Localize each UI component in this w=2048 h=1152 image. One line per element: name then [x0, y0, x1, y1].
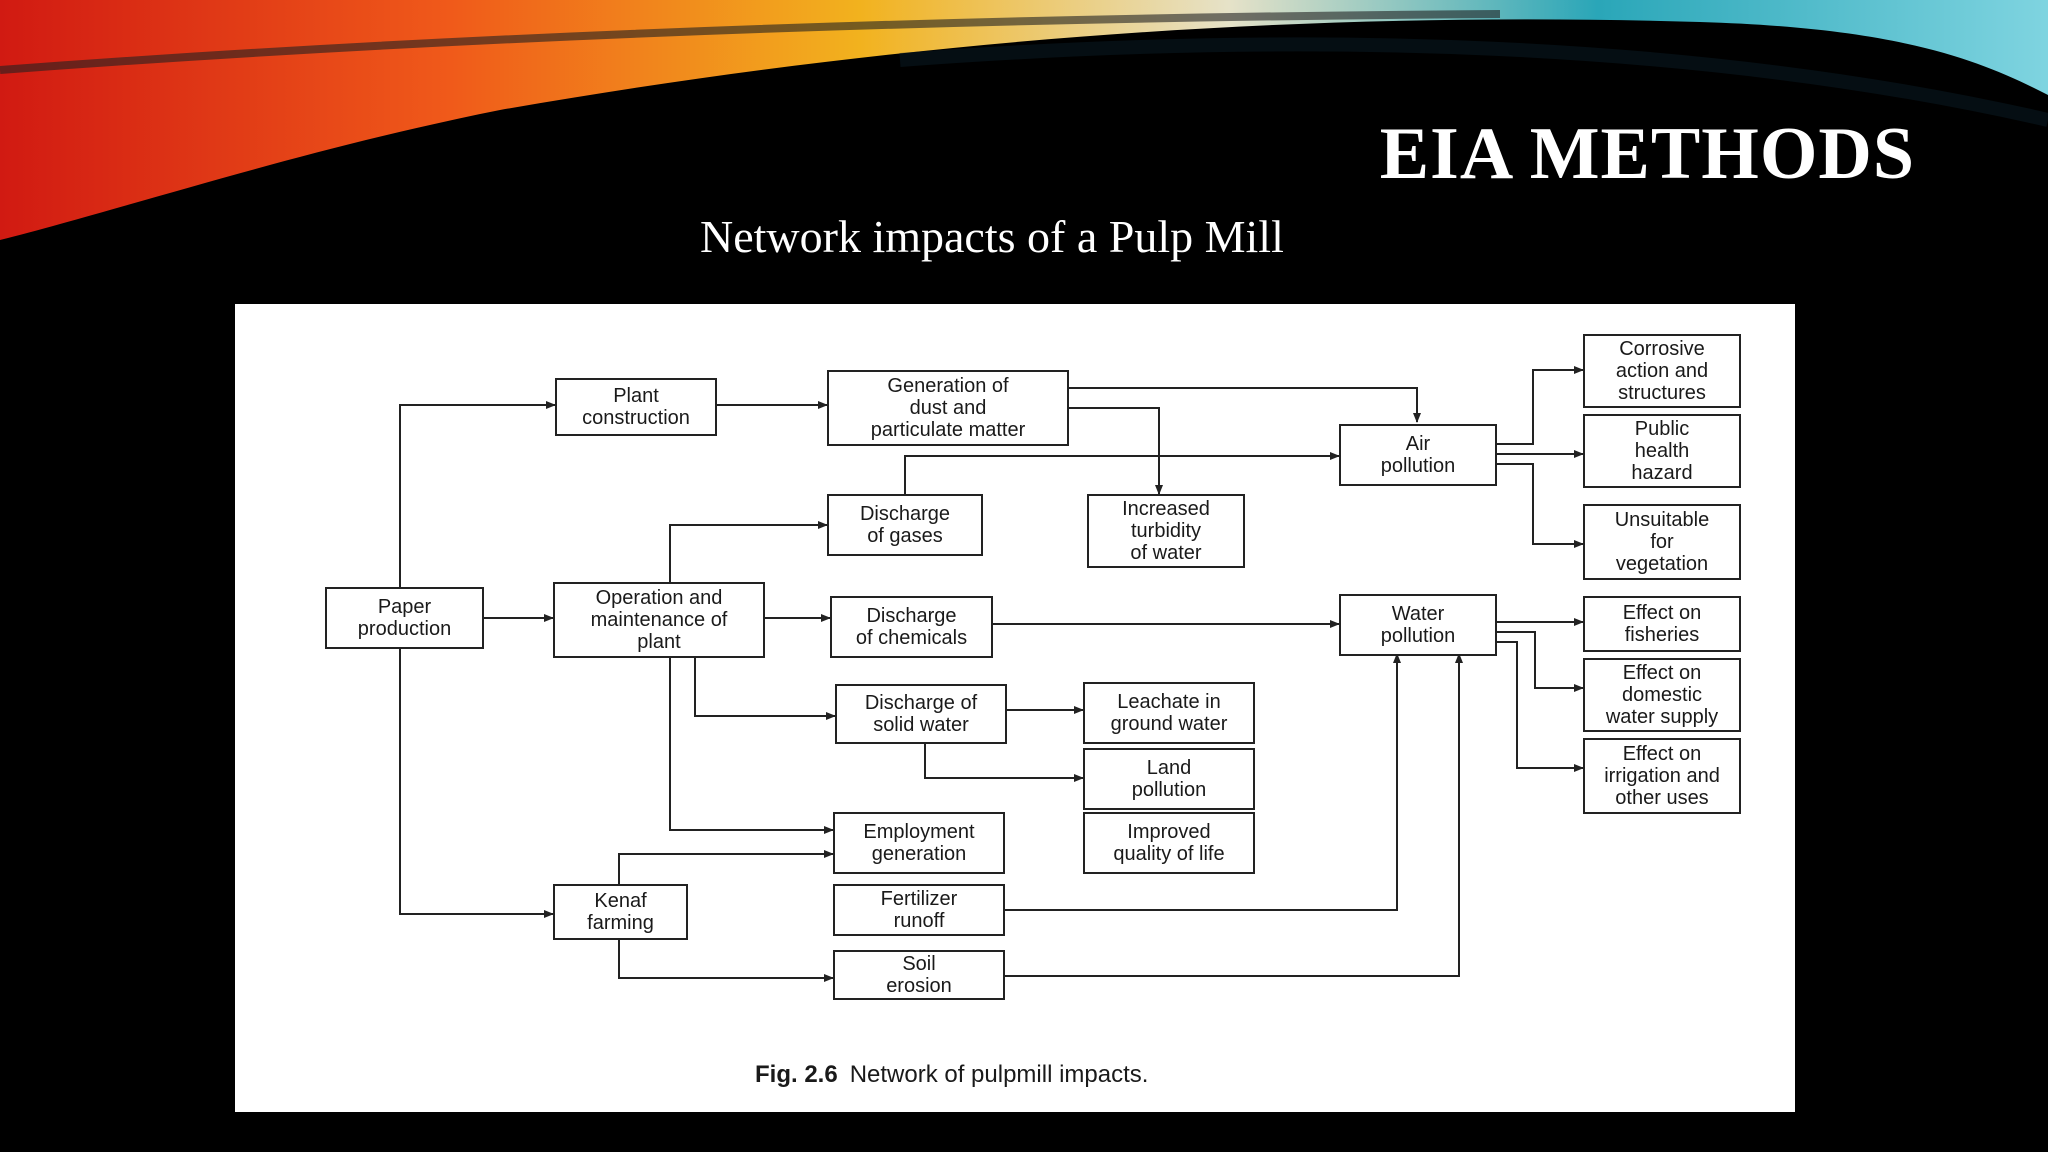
node-plant-construction: Plant construction — [555, 378, 717, 436]
node-effect-domestic: Effect on domestic water supply — [1583, 658, 1741, 732]
edge-erosion-to-water — [1005, 653, 1463, 977]
caption-number: Fig. 2.6 — [755, 1061, 838, 1088]
node-effect-irrigation: Effect on irrigation and other uses — [1583, 738, 1741, 814]
edge-dust-to-air — [1069, 387, 1421, 423]
node-air-pollution: Air pollution — [1339, 424, 1497, 486]
node-employment-generation: Employment generation — [833, 812, 1005, 874]
node-increased-turbidity: Increased turbidity of water — [1087, 494, 1245, 568]
node-unsuitable-vegetation: Unsuitable for vegetation — [1583, 504, 1741, 580]
node-dust-generation: Generation of dust and particulate matte… — [827, 370, 1069, 446]
figure-caption: Fig. 2.6 Network of pulpmill impacts. — [755, 1061, 1148, 1089]
edge-dust-to-turbidity — [1069, 407, 1163, 495]
edge-air-to-vegetation — [1497, 463, 1584, 548]
node-land-pollution: Land pollution — [1083, 748, 1255, 810]
edge-operation-to-gases — [669, 521, 828, 582]
node-discharge-chemicals: Discharge of chemicals — [830, 596, 993, 658]
node-improved-quality: Improved quality of life — [1083, 812, 1255, 874]
edge-solid-to-land — [924, 736, 1084, 782]
edge-kenaf-to-erosion — [618, 936, 834, 982]
node-operation-maintenance: Operation and maintenance of plant — [553, 582, 765, 658]
edge-water-to-domestic — [1497, 631, 1584, 692]
edge-operation-to-employment — [669, 654, 834, 834]
node-water-pollution: Water pollution — [1339, 594, 1497, 656]
edge-operation-to-solid — [694, 654, 836, 720]
node-kenaf-farming: Kenaf farming — [553, 884, 688, 940]
edge-paper-to-kenaf — [399, 649, 554, 918]
edge-kenaf-to-employment — [618, 850, 834, 894]
edge-fertilizer-to-water — [1005, 653, 1401, 911]
node-leachate: Leachate in ground water — [1083, 682, 1255, 744]
network-diagram: Paper production Plant construction Oper… — [235, 304, 1795, 1112]
connector-lines — [399, 366, 1584, 982]
edge-water-to-irrigation — [1497, 641, 1584, 772]
node-effect-fisheries: Effect on fisheries — [1583, 596, 1741, 652]
slide-title: EIA METHODS — [1379, 113, 1915, 195]
node-paper-production: Paper production — [325, 587, 484, 649]
node-fertilizer-runoff: Fertilizer runoff — [833, 884, 1005, 936]
node-public-health: Public health hazard — [1583, 414, 1741, 488]
edge-gases-to-air — [904, 452, 1340, 494]
node-discharge-solid: Discharge of solid water — [835, 684, 1007, 744]
edge-paper-to-construction — [399, 401, 556, 587]
node-soil-erosion: Soil erosion — [833, 950, 1005, 1000]
decorative-swoosh — [0, 0, 2048, 240]
node-corrosive-action: Corrosive action and structures — [1583, 334, 1741, 408]
caption-text: Network of pulpmill impacts. — [849, 1061, 1149, 1088]
edge-air-to-corrosive — [1497, 366, 1584, 445]
slide-subtitle: Network impacts of a Pulp Mill — [700, 211, 1284, 262]
node-discharge-gases: Discharge of gases — [827, 494, 983, 556]
